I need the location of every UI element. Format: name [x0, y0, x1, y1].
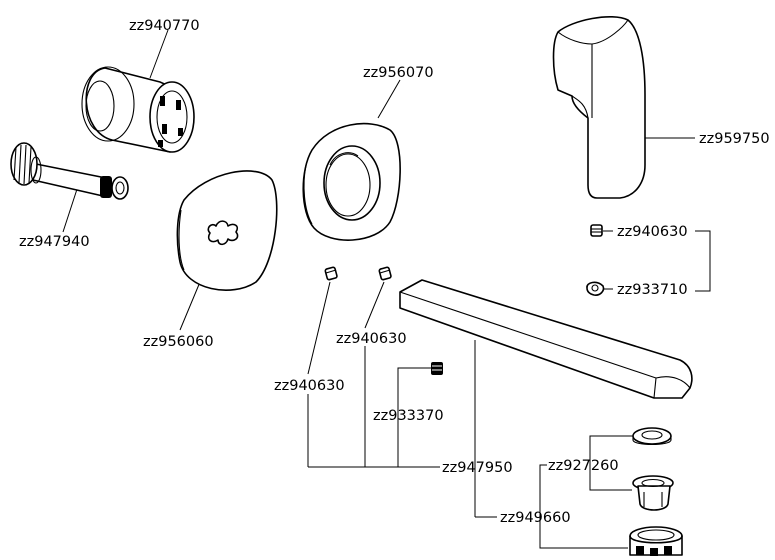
label-zz940630-mid: zz940630 — [336, 331, 407, 347]
leader-bracket-right — [695, 230, 711, 292]
spout-part — [399, 279, 693, 399]
leader-zz940630-left — [307, 281, 331, 375]
grub-screw-middle — [378, 266, 392, 281]
label-zz947940: zz947940 — [19, 234, 90, 250]
leader-zz927260 — [539, 464, 628, 549]
part-labels: zz940770 zz947940 zz956060 zz956070 zz95… — [19, 18, 770, 526]
leader-zz956070 — [377, 79, 401, 119]
nut-part — [586, 281, 605, 296]
leader-zz933370 — [397, 367, 431, 467]
sleeve-part — [81, 66, 195, 153]
aerator-housing-part — [629, 526, 683, 556]
aerator-insert-part — [632, 475, 674, 511]
aerator-washer-part — [632, 427, 672, 446]
spindle-part — [10, 142, 129, 200]
lever-handle-part — [552, 16, 646, 199]
leader-zz940770 — [149, 29, 169, 79]
label-zz940770: zz940770 — [129, 18, 200, 34]
label-zz940630-left: zz940630 — [274, 378, 345, 394]
label-zz933370: zz933370 — [373, 408, 444, 424]
label-zz933710: zz933710 — [617, 282, 688, 298]
set-screw-part — [431, 362, 443, 375]
label-zz927260: zz927260 — [548, 458, 619, 474]
label-zz956070: zz956070 — [363, 65, 434, 81]
cover-plate-part — [176, 170, 278, 291]
leader-zz956060 — [179, 281, 201, 331]
grub-screw-left — [324, 266, 338, 281]
label-zz956060: zz956060 — [143, 334, 214, 350]
grub-screw-right — [590, 224, 603, 237]
leader-aerator-bracket — [589, 435, 633, 491]
label-zz959750: zz959750 — [699, 131, 770, 147]
leader-zz940630-mid — [364, 281, 385, 329]
label-zz949660: zz949660 — [500, 510, 571, 526]
label-zz940630-right: zz940630 — [617, 224, 688, 240]
label-zz947950: zz947950 — [442, 460, 513, 476]
escutcheon-ring-part — [302, 122, 401, 241]
leader-lines — [62, 29, 711, 549]
